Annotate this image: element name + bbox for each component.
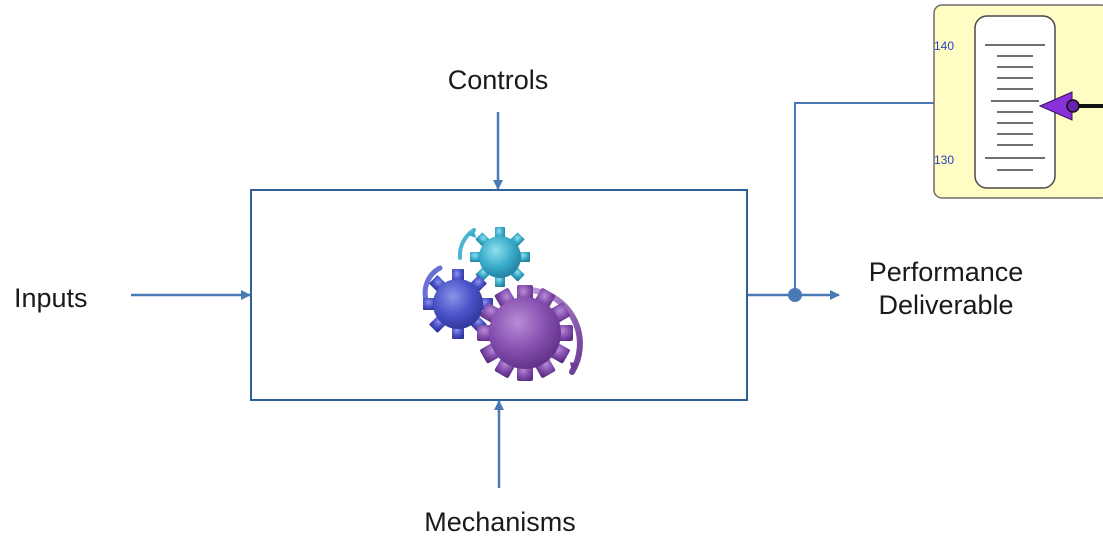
gauge-panel — [933, 4, 1103, 199]
gauge-tick-130: 130 — [934, 153, 955, 167]
gears-icon — [422, 227, 583, 381]
inputs-label: Inputs — [14, 283, 88, 313]
gauge-tick-140: 140 — [934, 39, 955, 53]
pointer-icon — [1038, 91, 1103, 121]
mechanisms-label: Mechanisms — [424, 507, 576, 537]
output-label: Performance Deliverable — [846, 256, 1046, 322]
output-label-line1: Performance — [868, 257, 1024, 287]
junction-dot — [788, 288, 802, 302]
gauge-scale — [974, 15, 1056, 189]
gauge-ticks — [985, 44, 1045, 171]
controls-label: Controls — [447, 65, 549, 95]
feedback-line — [794, 102, 934, 295]
output-label-line2: Deliverable — [878, 290, 1014, 320]
